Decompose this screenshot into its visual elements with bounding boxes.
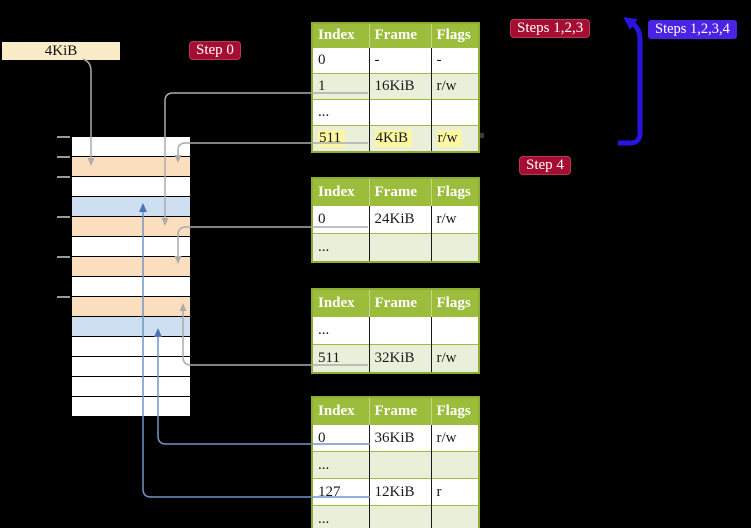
column-header-flags: Flags xyxy=(430,289,479,317)
memory-frame-row-white xyxy=(72,177,190,196)
table-cell: ... xyxy=(312,99,369,126)
table-cell xyxy=(430,316,479,345)
table-cell: 1 xyxy=(312,73,369,100)
memory-frame-row-white xyxy=(72,277,190,296)
table-cell: r/w xyxy=(430,73,479,100)
frame-size-box: 4KiB xyxy=(2,42,120,60)
table-cell: 0 xyxy=(312,205,369,234)
table-cell: 511 xyxy=(312,344,369,373)
table-row: ... xyxy=(312,233,479,262)
memory-frame-row-orange xyxy=(72,157,190,176)
table-cell: r/w xyxy=(430,125,479,152)
physical-memory-column xyxy=(72,137,190,417)
table-cell xyxy=(430,99,479,126)
table-cell: ... xyxy=(312,451,369,479)
memory-frame-row-white xyxy=(72,337,190,356)
table-cell: r xyxy=(430,478,479,506)
table-cell: 127 xyxy=(312,478,369,506)
column-header-index: Index xyxy=(312,397,369,425)
tick-mark xyxy=(57,256,70,258)
memory-frame-row-white xyxy=(72,357,190,376)
memory-frame-row-white xyxy=(72,237,190,256)
table-cell xyxy=(430,451,479,479)
steps123-label: Steps 1,2,3 xyxy=(510,19,591,38)
table-row: ... xyxy=(312,451,479,479)
table-row: ... xyxy=(312,99,479,126)
column-header-index: Index xyxy=(312,289,369,317)
step0-label: Step 0 xyxy=(189,41,241,60)
table-cell: 12KiB xyxy=(368,478,431,506)
table-row: ... xyxy=(312,316,479,345)
table-cell: 36KiB xyxy=(368,424,431,452)
column-header-flags: Flags xyxy=(430,397,479,425)
memory-frame-row-white xyxy=(72,137,190,156)
tick-mark xyxy=(57,176,70,178)
table-cell: ... xyxy=(312,316,369,345)
table-cell xyxy=(368,451,431,479)
table-cell: 16KiB xyxy=(368,73,431,100)
column-header-frame: Frame xyxy=(368,289,431,317)
highlighted-value: 511 xyxy=(318,130,345,147)
column-header-frame: Frame xyxy=(368,23,431,48)
memory-frame-row-orange xyxy=(72,257,190,276)
table-cell: ... xyxy=(312,233,369,262)
column-header-index: Index xyxy=(312,178,369,206)
column-header-index: Index xyxy=(312,23,369,48)
table-cell xyxy=(368,233,431,262)
tick-mark xyxy=(57,156,70,158)
table-cell: 4KiB xyxy=(368,125,431,152)
memory-frame-row-orange xyxy=(72,217,190,236)
memory-frame-row-orange xyxy=(72,297,190,316)
table-cell: 32KiB xyxy=(368,344,431,373)
table-cell: r/w xyxy=(430,344,479,373)
tick-mark xyxy=(57,296,70,298)
table-cell: r/w xyxy=(430,424,479,452)
table-cell xyxy=(368,316,431,345)
memory-frame-row-blue xyxy=(72,317,190,336)
column-header-flags: Flags xyxy=(430,178,479,206)
table-cell xyxy=(368,505,431,528)
steps1234-label: Steps 1,2,3,4 xyxy=(648,20,737,39)
table-cell: - xyxy=(368,47,431,74)
table-row: 0-- xyxy=(312,47,479,74)
memory-frame-row-blue xyxy=(72,197,190,216)
table-cell: r/w xyxy=(430,205,479,234)
arrow-anchor-nub xyxy=(480,133,484,138)
memory-frame-row-white xyxy=(72,397,190,416)
table-cell: - xyxy=(430,47,479,74)
recursive-loop-arrow xyxy=(618,17,643,146)
table-cell xyxy=(368,99,431,126)
column-header-flags: Flags xyxy=(430,23,479,48)
column-header-frame: Frame xyxy=(368,397,431,425)
table-cell: 0 xyxy=(312,424,369,452)
step4-label: Step 4 xyxy=(519,156,571,175)
memory-frame-row-white xyxy=(72,377,190,396)
table-cell: ... xyxy=(312,505,369,528)
table-cell: 0 xyxy=(312,47,369,74)
highlighted-value: r/w xyxy=(436,130,462,147)
highlighted-value: 4KiB xyxy=(374,130,413,147)
table-row: ... xyxy=(312,505,479,528)
column-header-frame: Frame xyxy=(368,178,431,206)
table-cell: 24KiB xyxy=(368,205,431,234)
table-cell: 511 xyxy=(312,125,369,152)
tick-mark xyxy=(57,136,70,138)
table-cell xyxy=(430,505,479,528)
table-cell xyxy=(430,233,479,262)
tick-mark xyxy=(57,216,70,218)
table-row: 511 4KiB r/w xyxy=(312,125,479,152)
